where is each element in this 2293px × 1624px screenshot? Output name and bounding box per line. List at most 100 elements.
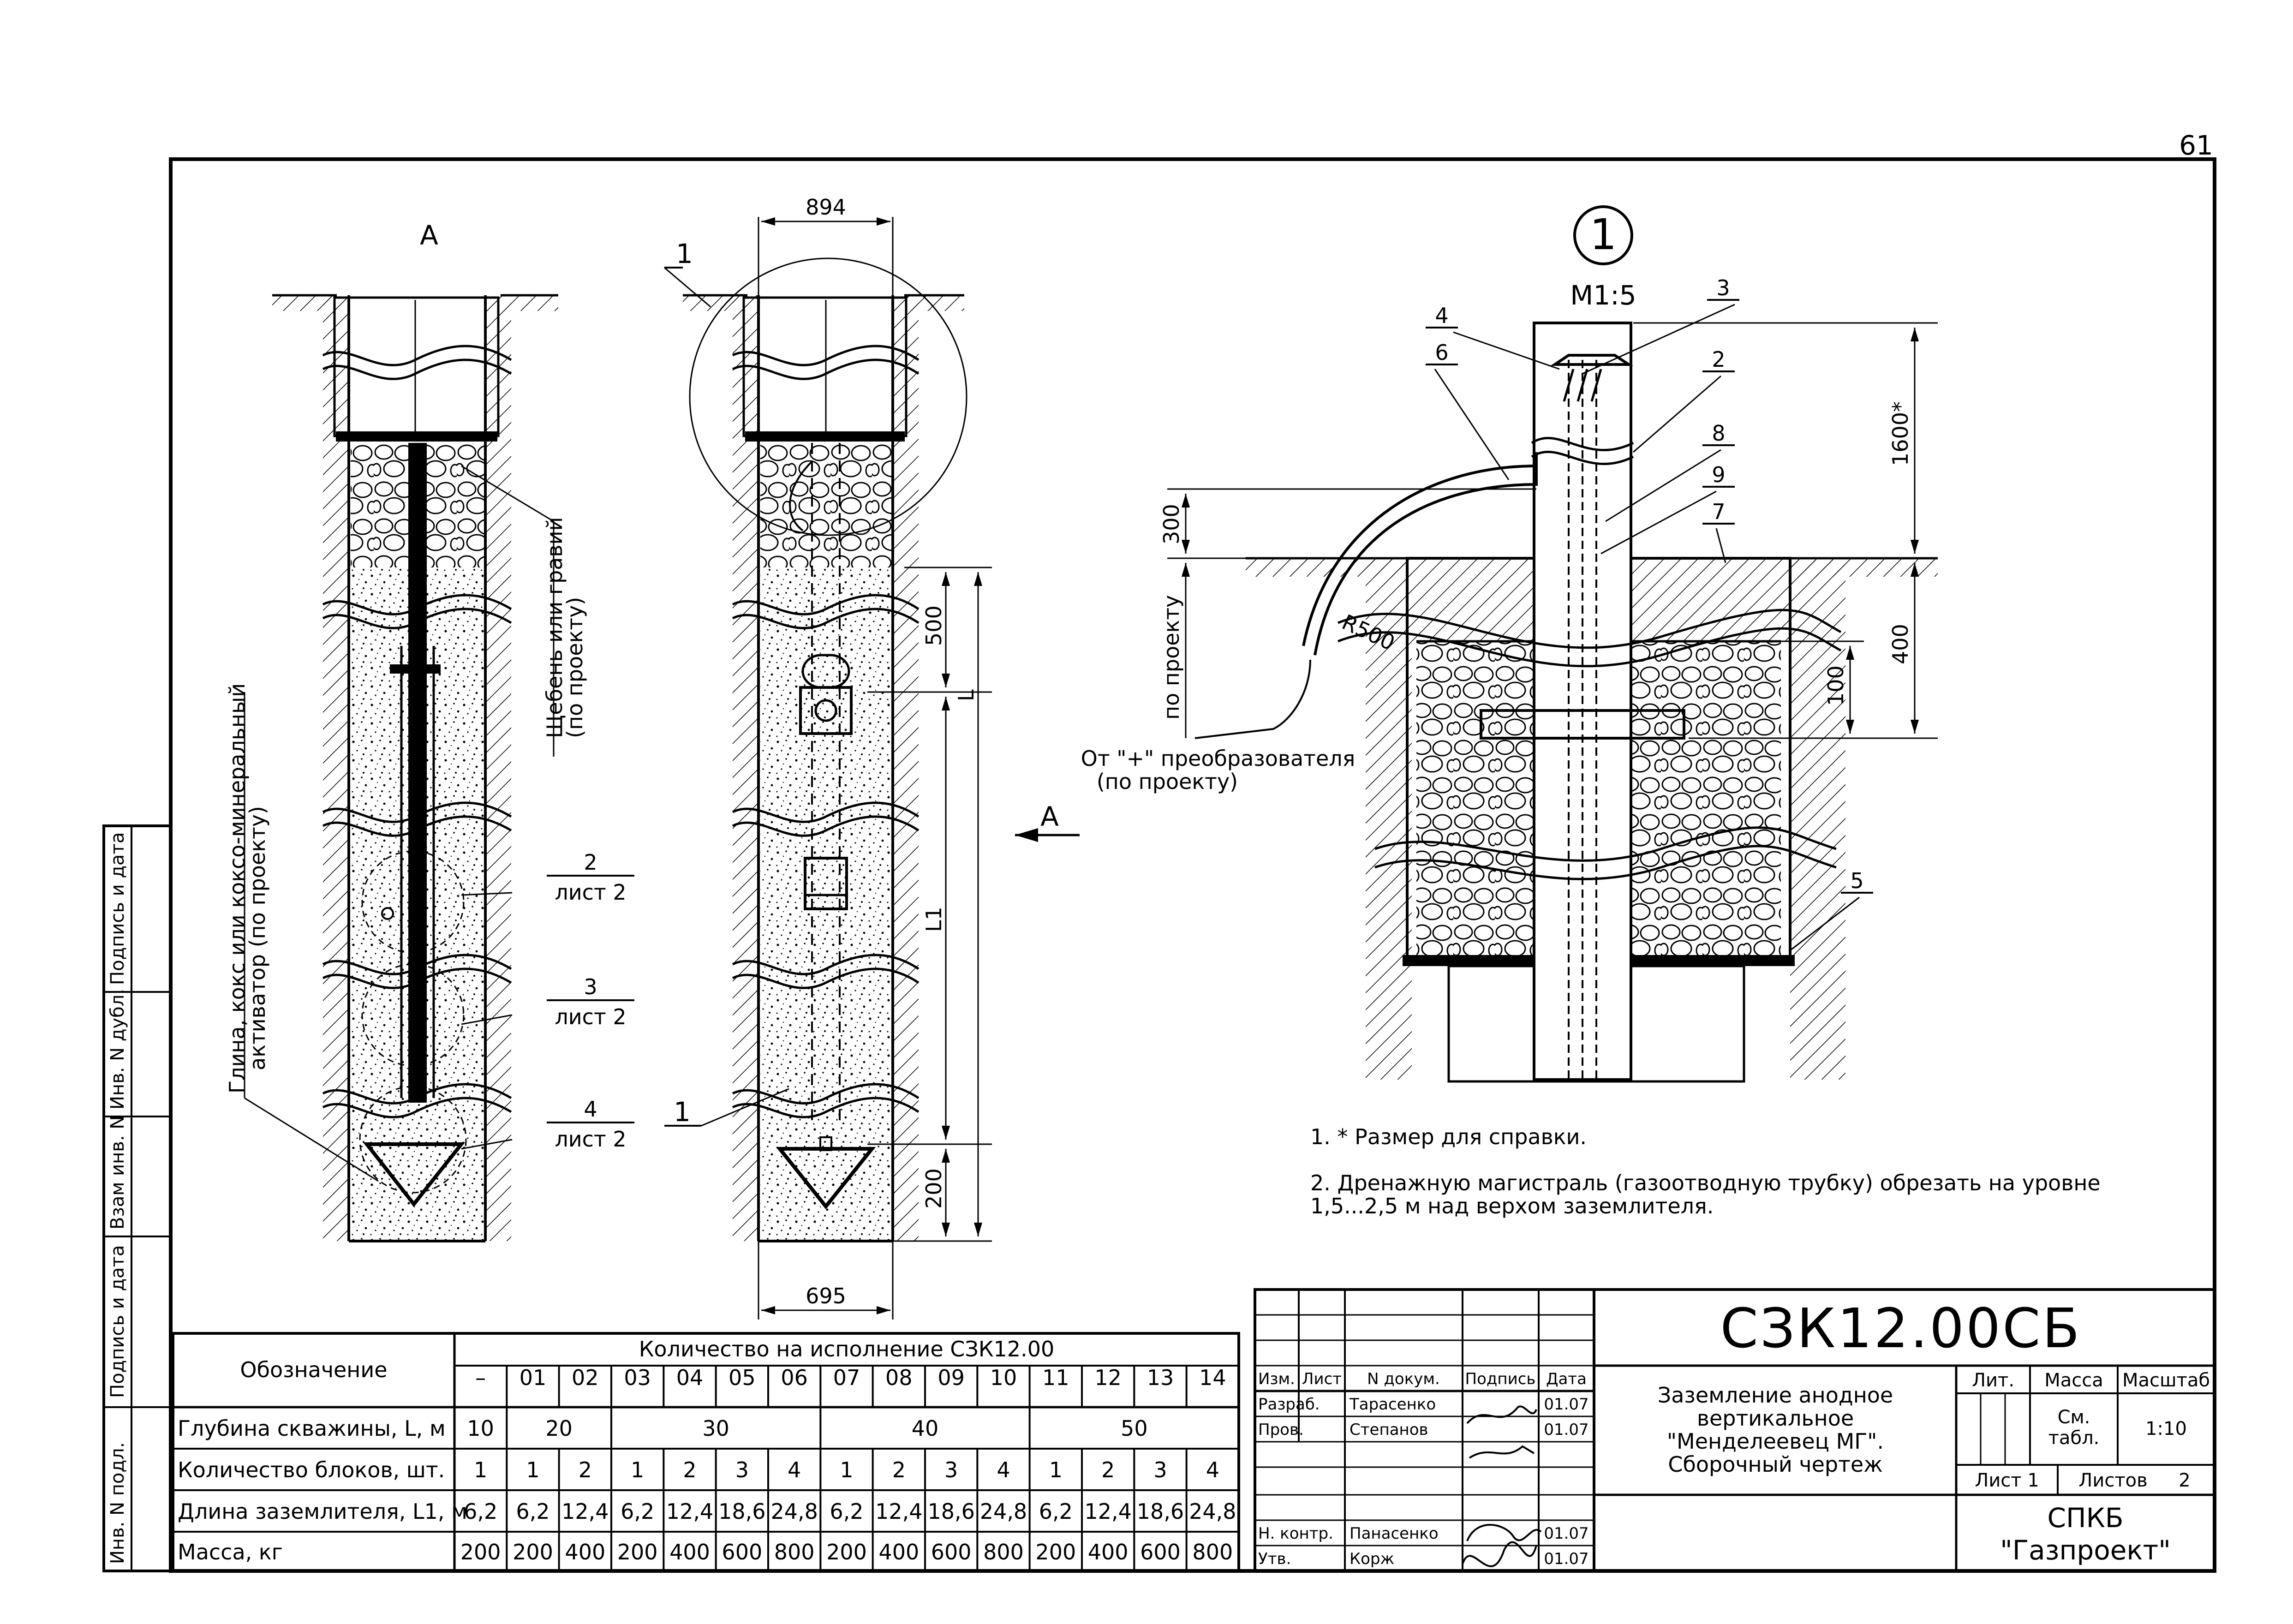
tb-date-0: 01.07: [1544, 1395, 1588, 1414]
spec-cell: 200: [460, 1540, 501, 1564]
tb-mass-value-2: табл.: [2048, 1427, 2100, 1449]
spec-cell: 200: [513, 1540, 553, 1564]
dim-l1: L1: [921, 907, 946, 932]
spec-cell: 24,8: [1189, 1499, 1236, 1524]
spec-cell: 3: [735, 1457, 749, 1482]
spec-cell: 600: [722, 1540, 762, 1564]
view-a-figure: А: [244, 220, 558, 1242]
dim-200: 200: [921, 1168, 946, 1209]
dim-1600: 1600*: [1888, 401, 1913, 466]
detail-1-figure: [1167, 205, 1938, 1083]
tb-role-0: Разраб.: [1258, 1395, 1320, 1414]
svg-text:3: 3: [584, 974, 597, 999]
spec-column-header: 13: [1147, 1365, 1174, 1390]
spec-row-blocks-label: Количество блоков, шт.: [178, 1457, 445, 1482]
tb-mass-label: Масса: [2044, 1370, 2103, 1391]
spec-cell: 3: [944, 1457, 958, 1482]
dim-500: 500: [921, 605, 946, 646]
spec-cell: 4: [788, 1457, 801, 1482]
spec-cell: 6,2: [621, 1499, 654, 1524]
spec-cell: 1: [526, 1457, 539, 1482]
tb-head-doc: N докум.: [1367, 1370, 1440, 1388]
spec-cell: 6,2: [1039, 1499, 1073, 1524]
org-line-2: "Газпроект": [2000, 1534, 2171, 1566]
stamp-inv-podl: Инв. N подл.: [107, 1442, 128, 1564]
spec-column-header: 06: [781, 1365, 808, 1390]
stamp-vzam-inv: Взам инв. N: [107, 1116, 128, 1230]
dim-100: 100: [1823, 665, 1848, 706]
spec-cell: 2: [579, 1457, 592, 1482]
spec-column-header: 01: [520, 1365, 547, 1390]
spec-cell: 12,4: [875, 1499, 922, 1524]
tb-role-2: Н. контр.: [1258, 1524, 1333, 1543]
sheet-ref-2: 2 лист 2: [547, 850, 634, 905]
detail-callout-2: 2: [1712, 347, 1725, 372]
spec-column-header: 12: [1094, 1365, 1122, 1390]
spec-cell: 1: [474, 1457, 487, 1482]
spec-cell: 1: [840, 1457, 853, 1482]
clay-note-line2: активатор (по проекту): [245, 806, 270, 1070]
svg-text:лист 2: лист 2: [555, 880, 626, 905]
spec-depth-cell: 20: [545, 1416, 573, 1441]
detail-callout-6: 6: [1435, 340, 1448, 365]
tb-sheets-label: Листов: [2078, 1470, 2147, 1491]
note-2-line1: 2. Дренажную магистраль (газоотводную тр…: [1310, 1170, 2101, 1195]
spec-cell: 12,4: [561, 1499, 609, 1524]
spec-column-header: 14: [1199, 1365, 1226, 1390]
spec-row-mass-label: Масса, кг: [178, 1540, 283, 1564]
spec-column-header: 02: [572, 1365, 599, 1390]
spec-cell: 4: [997, 1457, 1010, 1482]
spec-cell: 24,8: [770, 1499, 818, 1524]
sheet-ref-4: 4 лист 2: [547, 1097, 634, 1152]
dim-300: 300: [1159, 504, 1184, 544]
spec-cell: 800: [983, 1540, 1024, 1564]
tb-role-1: Пров.: [1258, 1421, 1304, 1439]
doc-code: СЗК12.00СБ: [1720, 1296, 2082, 1360]
svg-text:2: 2: [584, 850, 597, 875]
spec-depth-cell: 10: [467, 1416, 494, 1441]
spec-column-header: 09: [938, 1365, 965, 1390]
svg-text:лист 2: лист 2: [555, 1127, 626, 1152]
spec-depth-cell: 30: [702, 1416, 729, 1441]
spec-column-header: 04: [676, 1365, 704, 1390]
title-line-2: вертикальное: [1697, 1406, 1854, 1431]
side-stamp: Инв. N подл. Подпись и дата Взам инв. N …: [102, 824, 172, 1572]
spec-column-header: 10: [990, 1365, 1017, 1390]
tb-name-2: Панасенко: [1350, 1524, 1439, 1543]
from-converter-line2: (по проекту): [1097, 769, 1238, 794]
dim-by-project: по проекту: [1159, 595, 1184, 720]
spec-cell: 800: [1192, 1540, 1233, 1564]
detail-callout-4: 4: [1435, 303, 1448, 328]
tb-scale-value: 1:10: [2145, 1418, 2187, 1439]
view-a-label: А: [420, 220, 438, 251]
dim-l: L: [954, 689, 979, 701]
spec-row-depth-label: Глубина скважины, L, м: [178, 1416, 446, 1441]
spec-cell: 6,2: [830, 1499, 863, 1524]
tb-mass-value-1: См.: [2058, 1407, 2090, 1428]
note-1: 1. * Размер для справки.: [1310, 1124, 1587, 1149]
tb-name-3: Корж: [1350, 1550, 1394, 1568]
org-line-1: СПКБ: [2047, 1502, 2123, 1534]
detail-circle-label: 1: [1590, 210, 1617, 259]
spec-cell: 400: [878, 1540, 919, 1564]
spec-cell: 800: [774, 1540, 815, 1564]
detail-callout-5: 5: [1850, 868, 1863, 893]
spec-cell: 18,6: [718, 1499, 765, 1524]
spec-cell: 2: [892, 1457, 906, 1482]
spec-cell: 18,6: [927, 1499, 974, 1524]
spec-table: Обозначение Количество на исполнение СЗК…: [172, 1332, 1240, 1572]
stamp-inv-dubl: Инв. N дубл.: [107, 989, 128, 1110]
page-number: 61: [2179, 130, 2213, 161]
tb-head-izm: Изм.: [1258, 1370, 1295, 1388]
detail-scale: М1:5: [1570, 280, 1636, 311]
tb-date-2: 01.07: [1544, 1524, 1588, 1543]
spec-cell: 6,2: [516, 1499, 549, 1524]
spec-cell: 400: [669, 1540, 710, 1564]
spec-cell: 1: [631, 1457, 644, 1482]
title-block: [1254, 1288, 2216, 1572]
section-figure: [664, 217, 1080, 1320]
spec-cell: 4: [1206, 1457, 1219, 1482]
title-line-1: Заземление анодное: [1658, 1383, 1893, 1408]
tb-name-1: Степанов: [1350, 1421, 1428, 1439]
